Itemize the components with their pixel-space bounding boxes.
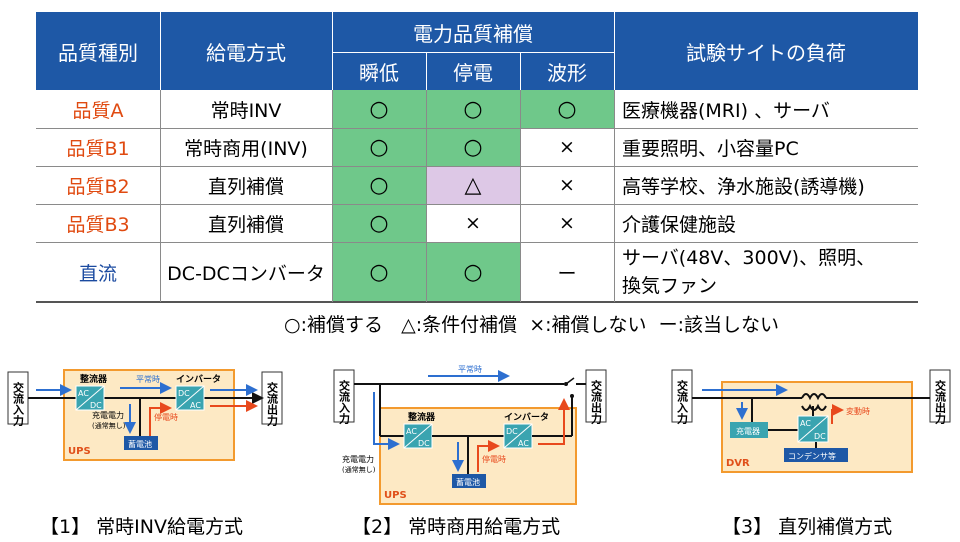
d2-outage-label: 停電時 (482, 454, 506, 464)
row-dc-method: DC-DCコンバータ (167, 262, 325, 285)
row-dc-waveform: ー (557, 262, 577, 285)
row-b2-sag: ○ (332, 166, 426, 204)
row-dc-sag: ○ (332, 242, 426, 302)
row-a-method: 常時INV (210, 99, 282, 122)
row-a-outage: ○ (426, 90, 520, 128)
d1-rect-dc: DC (90, 401, 102, 410)
d2-inv-ac: AC (518, 439, 529, 448)
d2-charge-note: (通常無し) (342, 465, 376, 474)
d1-input-label: 交流入力 (12, 381, 25, 427)
d3-capacitor-label: コンデンサ等 (788, 451, 836, 461)
row-b3-method: 直列補償 (207, 213, 284, 236)
d2-caption: 【2】 常時商用給電方式 (352, 516, 561, 538)
d1-caption: 【1】 常時INV給電方式 (40, 516, 243, 538)
row-a-type: 品質A (72, 99, 124, 122)
d3-conv-dc: DC (814, 432, 826, 441)
header-power-compensation: 電力品質補償 (332, 12, 614, 52)
d3-variation-label: 変動時 (846, 406, 870, 416)
d3-output-label: 交流出力 (934, 379, 947, 425)
legend: ○:補償する △:条件付補償 ×:補償しない ー:該当しない (284, 314, 779, 336)
row-b1-sag: ○ (332, 128, 426, 166)
diagram-always-inv: 交流入力 交流出力 UPS AC DC DC AC 整流器 インバータ 平常時 … (7, 369, 283, 461)
header-sag: 瞬低 (332, 52, 426, 90)
row-a-waveform: ○ (520, 90, 614, 128)
d1-ups-label: UPS (68, 446, 91, 457)
d1-charge-note: (通常無し) (92, 421, 126, 430)
row-b1-type: 品質B1 (66, 137, 130, 160)
row-b2-load: 高等学校、浄水施設(誘導機) (622, 175, 865, 198)
d1-inv-ac: AC (190, 401, 201, 410)
d1-inverter-label: インバータ (176, 373, 221, 385)
d1-output-label: 交流出力 (266, 381, 279, 427)
d3-capacitor (784, 448, 848, 462)
row-a-sag: ○ (332, 90, 426, 128)
d3-charger (730, 422, 768, 438)
d1-inv-dc: DC (178, 389, 190, 398)
row-b3-outage: × (465, 212, 481, 234)
power-quality-table: 品質種別 給電方式 電力品質補償 瞬低 停電 波形 試験サイトの負荷 品質A 常… (36, 12, 918, 303)
diagram-always-commercial: 交流入力 交流出力 UPS 平常時 AC DC DC AC 整流器 インバータ … (333, 365, 607, 505)
d2-inverter-label: インバータ (504, 411, 549, 423)
d1-charge-label: 充電電力 (92, 410, 124, 420)
header-test-site-load: 試験サイトの負荷 (614, 12, 918, 90)
row-dc-load-line1: サーバ(48V、300V)、照明、 (622, 247, 876, 269)
d2-input-label: 交流入力 (338, 379, 351, 425)
row-b2-method: 直列補償 (207, 175, 284, 198)
row-b3-type: 品質B3 (66, 213, 130, 236)
header-outage: 停電 (426, 52, 520, 90)
diagram-series-compensation: 交流入力 交流出力 DVR 充電器 AC DC コンデンサ等 変動時 (671, 369, 951, 473)
d1-rect-ac: AC (78, 389, 89, 398)
d1-battery-label: 蓄電池 (128, 439, 152, 449)
d3-caption: 【3】 直列補償方式 (722, 516, 893, 538)
d3-conv-ac: AC (800, 419, 811, 428)
d1-rectifier-label: 整流器 (79, 373, 108, 385)
d2-battery-label: 蓄電池 (456, 477, 480, 487)
row-b1-method: 常時商用(INV) (184, 137, 308, 160)
d2-rect-dc: DC (418, 439, 430, 448)
d2-output-label: 交流出力 (590, 379, 603, 425)
row-b1-outage: ○ (426, 128, 520, 166)
row-b2-outage: △ (426, 166, 520, 204)
row-b1-load: 重要照明、小容量PC (622, 137, 799, 160)
row-b3-sag: ○ (332, 204, 426, 242)
d1-outage-label: 停電時 (154, 412, 178, 422)
row-dc-type: 直流 (78, 262, 117, 285)
d3-charger-label: 充電器 (736, 426, 760, 436)
header-quality-type: 品質種別 (36, 12, 160, 90)
row-dc-load-line2: 換気ファン (622, 275, 718, 297)
row-b2-waveform: × (559, 174, 575, 196)
d1-battery (124, 436, 158, 450)
d2-battery (452, 474, 486, 488)
row-dc-outage: ○ (426, 242, 520, 302)
d2-rect-ac: AC (406, 427, 417, 436)
d3-dvr-label: DVR (726, 458, 750, 469)
d1-normal-label: 平常時 (136, 375, 160, 384)
d3-input-label: 交流入力 (676, 379, 689, 425)
header-waveform: 波形 (520, 52, 614, 90)
row-b2-type: 品質B2 (66, 175, 130, 198)
row-b3-waveform: × (559, 212, 575, 234)
row-b1-waveform: × (559, 136, 575, 158)
header-feed-method: 給電方式 (160, 12, 332, 90)
row-b3-load: 介護保健施設 (622, 213, 737, 236)
d2-normal-label: 平常時 (458, 365, 482, 374)
d2-rectifier-label: 整流器 (407, 411, 436, 423)
row-a-load: 医療機器(MRI) 、サーバ (622, 99, 830, 122)
d2-inv-dc: DC (506, 427, 518, 436)
d2-ups-label: UPS (384, 490, 407, 501)
d2-charge-label: 充電電力 (342, 454, 374, 464)
row-dc-load: サーバ(48V、300V)、照明、 換気ファン (614, 242, 918, 302)
